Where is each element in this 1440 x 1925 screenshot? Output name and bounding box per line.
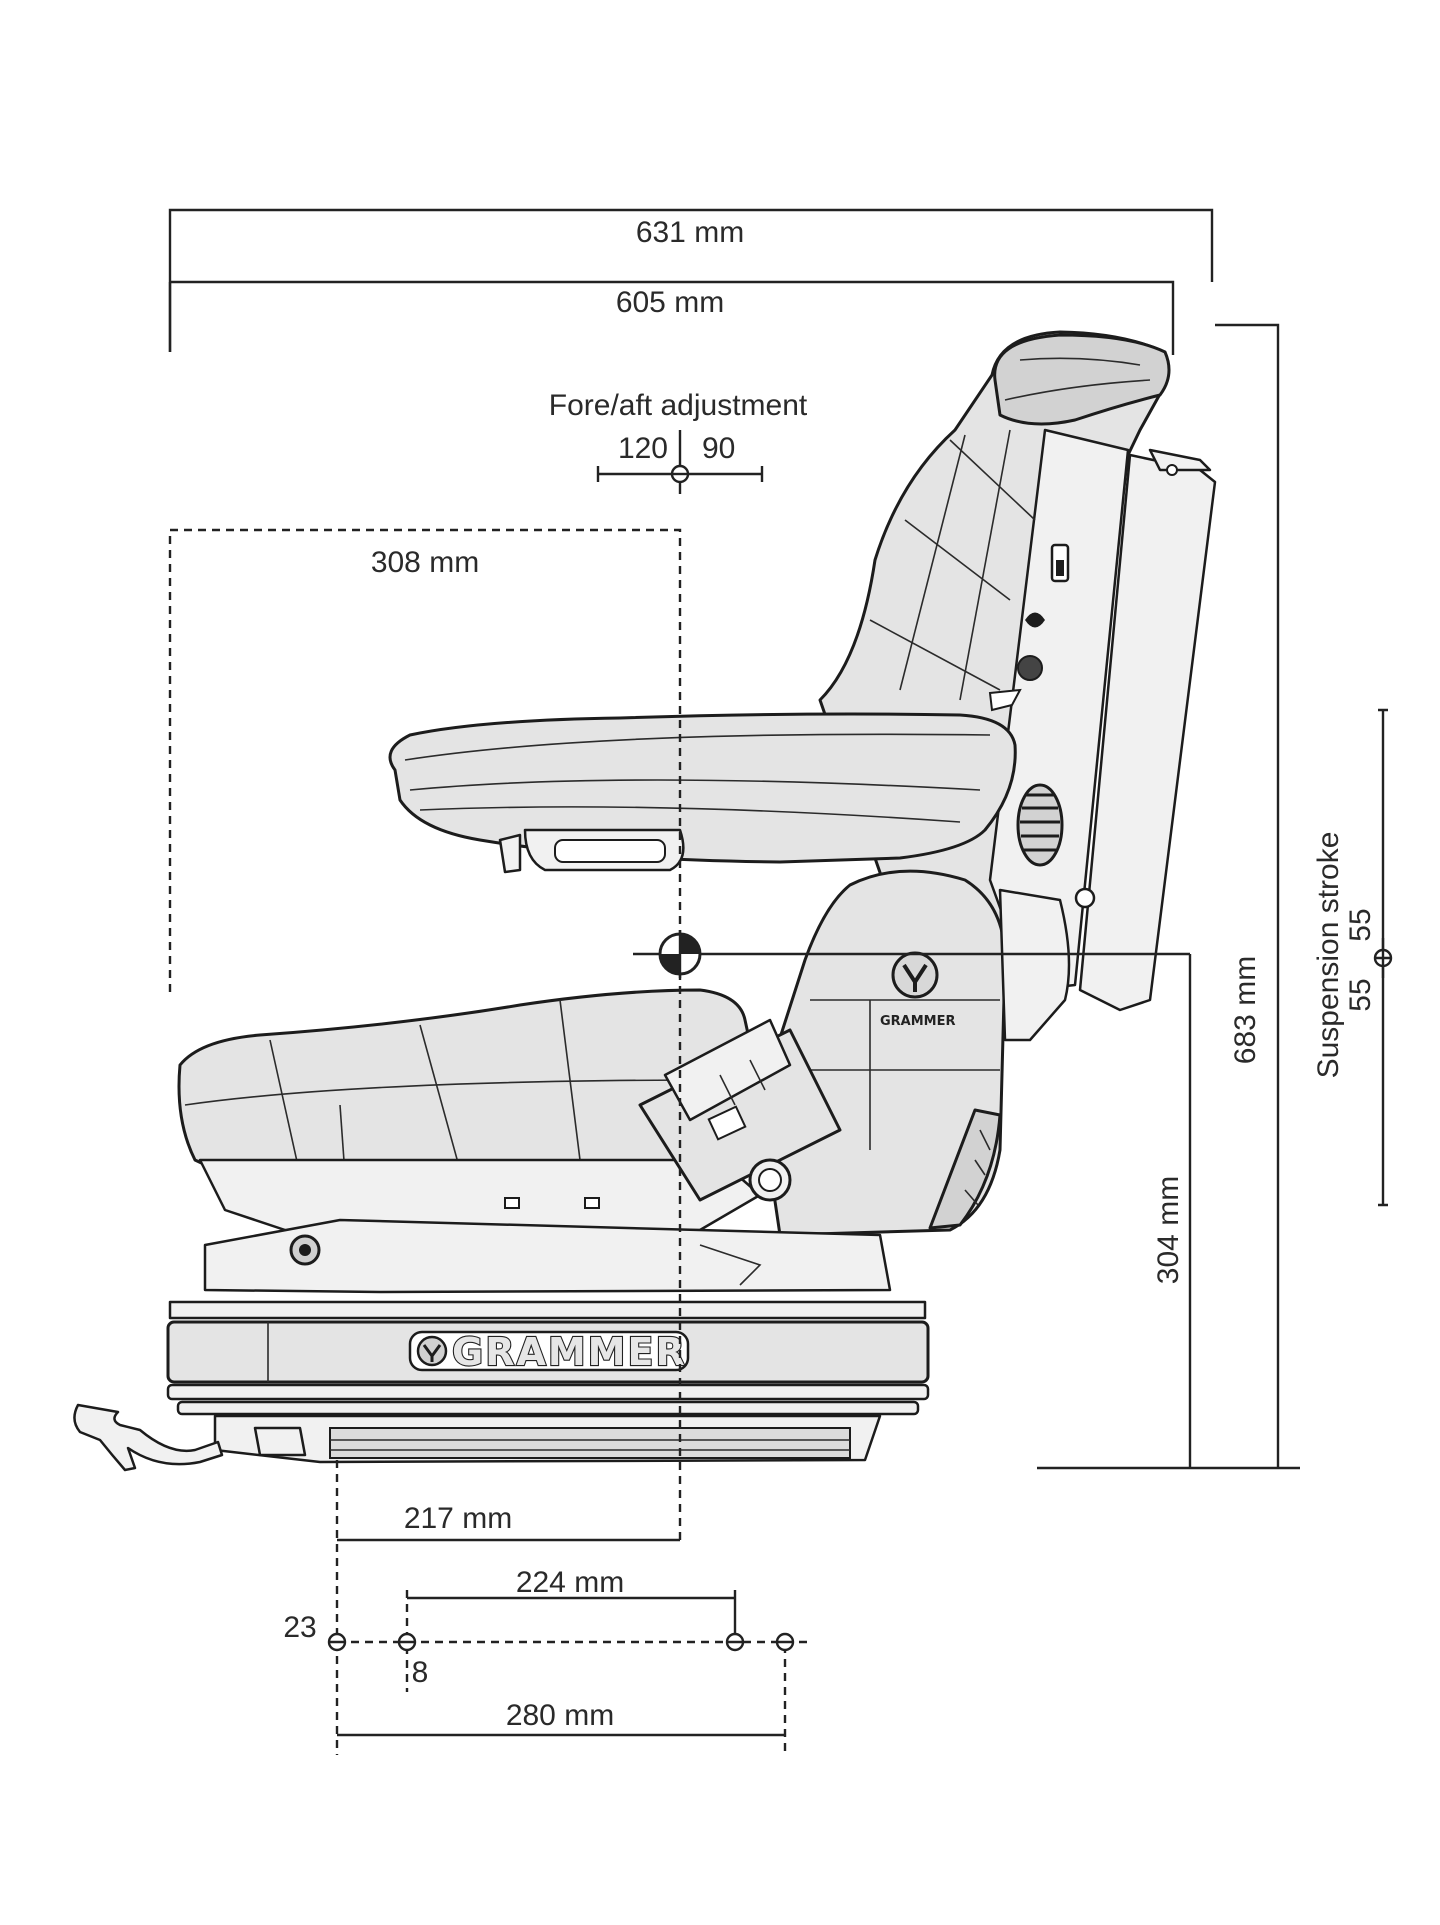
overall-length-label: 631 mm	[636, 216, 744, 249]
dimension-lines	[168, 208, 1393, 1755]
mounting-holes	[327, 1632, 795, 1652]
dimension-labels: 631 mm 605 mm Fore/aft adjustment 120 90…	[283, 216, 1377, 1732]
backrest-length-label: 605 mm	[616, 286, 724, 319]
seat-reference-point	[633, 930, 1190, 978]
frame-bolt	[1074, 887, 1096, 909]
console-logo: GRAMMER	[880, 951, 956, 1029]
base-logo: GRAMMER	[408, 1329, 690, 1375]
console-logo-text: GRAMMER	[880, 1014, 956, 1029]
fore-aft-forward-value: 90	[702, 432, 735, 465]
upper-slide-plate	[203, 1218, 892, 1294]
hole-spacing-inner-label: 224 mm	[516, 1566, 624, 1599]
fore-aft-lever	[73, 1403, 224, 1472]
hole-offset-vertical-label: 23	[283, 1611, 316, 1644]
hole-spacing-outer-label: 280 mm	[506, 1699, 614, 1732]
fore-aft-back-value: 120	[618, 432, 668, 465]
side-console	[758, 869, 1007, 1237]
seat-height-label: 304 mm	[1152, 1176, 1185, 1284]
backrest-hinge	[1148, 448, 1212, 472]
seat-illustration: GRAMMER	[73, 330, 1217, 1472]
rear-bellows	[928, 1108, 1002, 1230]
backrest-lever	[988, 688, 1022, 712]
suspension-down-value: 55	[1344, 978, 1377, 1011]
seat-heater-icon	[1025, 612, 1045, 628]
seat-cushion	[177, 988, 752, 1182]
overall-height-label: 683 mm	[1229, 956, 1262, 1064]
backrest-adjust-handwheel	[1016, 783, 1064, 867]
fore-aft-title: Fore/aft adjustment	[549, 389, 808, 422]
headrest	[993, 333, 1171, 426]
suspension-stroke-title: Suspension stroke	[1312, 832, 1345, 1079]
seat-reference-depth-label: 308 mm	[371, 546, 479, 579]
rail-clamp	[253, 1426, 307, 1457]
mount-to-reference-label: 217 mm	[404, 1502, 512, 1535]
hole-offset-horizontal-label: 8	[412, 1656, 429, 1689]
side-console-rear	[998, 888, 1071, 1042]
suspension-top-rail	[168, 1300, 927, 1320]
suspension-up-value: 55	[1344, 908, 1377, 941]
base-logo-text: GRAMMER	[452, 1330, 687, 1374]
lumbar-knob	[1017, 655, 1043, 681]
